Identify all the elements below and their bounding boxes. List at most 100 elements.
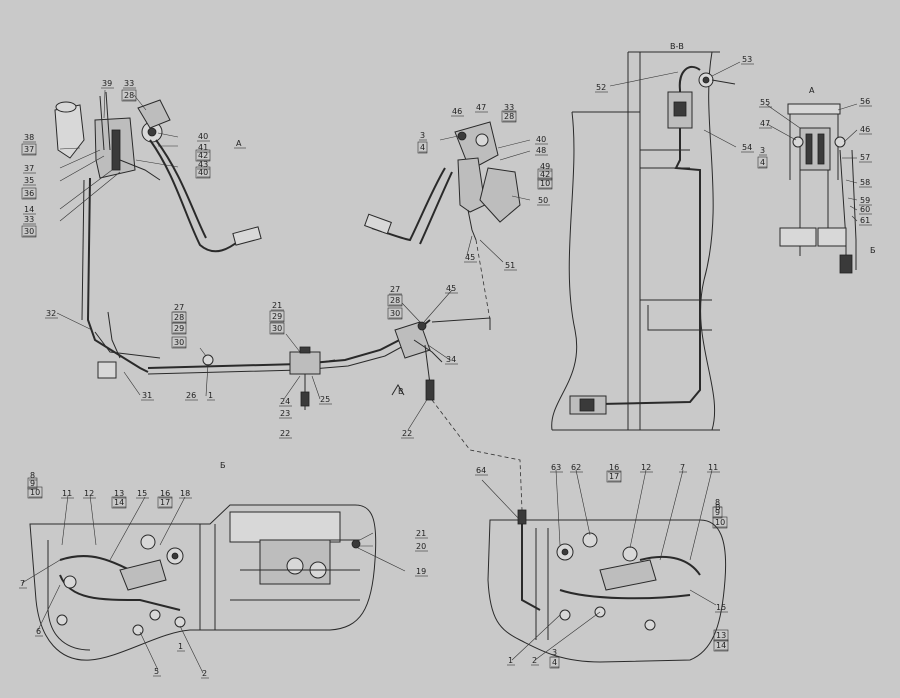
- callout-box: [712, 516, 728, 529]
- pedal-detail-view-a: [779, 103, 857, 274]
- callout-number: 2: [532, 656, 537, 665]
- callout-number: 61: [860, 216, 870, 225]
- callout-number: 40: [536, 135, 546, 144]
- callout-number: 54: [742, 143, 752, 152]
- callout-box: [21, 187, 37, 200]
- callout-number: 26: [186, 391, 196, 400]
- callout-box: [27, 477, 38, 490]
- view-label-a: А: [236, 139, 242, 148]
- callout-number: 60: [860, 205, 870, 214]
- callout-box: [157, 496, 173, 509]
- callout-number: 33: [504, 103, 514, 112]
- callout-number: 37: [24, 164, 34, 173]
- callout-box: [549, 656, 560, 669]
- callout-number: 9: [30, 479, 35, 488]
- callout-number: 40: [198, 132, 208, 141]
- callout-number: 38: [24, 133, 34, 142]
- callout-box: [387, 307, 403, 320]
- callout-number: 21: [416, 529, 426, 538]
- callout-number: 16: [160, 489, 170, 498]
- callout-number: 46: [860, 125, 870, 134]
- callout-number: 12: [641, 463, 651, 472]
- callout-number: 47: [760, 119, 770, 128]
- callout-number: 21: [272, 301, 282, 310]
- callout-box: [537, 168, 553, 181]
- callout-number: 28: [504, 112, 514, 121]
- callout-number: 15: [137, 489, 147, 498]
- callout-number: 4: [552, 658, 557, 667]
- callout-number: 42: [198, 151, 208, 160]
- callout-number: 57: [860, 153, 870, 162]
- callout-box: [111, 496, 127, 509]
- callout-number: 31: [142, 391, 152, 400]
- callout-number: 43: [198, 160, 208, 169]
- view-label-vv: В-В: [670, 42, 684, 51]
- callout-number: 36: [24, 189, 34, 198]
- view-labels: А A Б Б В-В В В: [220, 42, 876, 512]
- callout-number: 22: [402, 429, 412, 438]
- callout-number: 4: [760, 158, 765, 167]
- callout-number: 33: [24, 215, 34, 224]
- callout-number: 8: [30, 471, 35, 480]
- callout-number: 41: [198, 143, 208, 152]
- view-label-b: Б: [870, 246, 876, 255]
- callout-number: 1: [508, 656, 513, 665]
- callout-number: 29: [174, 324, 184, 333]
- callout-number: 32: [46, 309, 56, 318]
- callout-number: 30: [272, 324, 282, 333]
- callout-number: 22: [280, 429, 290, 438]
- callout-box: [195, 149, 211, 162]
- callout-box: [537, 177, 553, 190]
- callout-number: 64: [476, 466, 486, 475]
- callout-number: 25: [320, 395, 330, 404]
- callout-box: [171, 336, 187, 349]
- callout-number: 27: [174, 303, 184, 312]
- callout-box: [757, 156, 768, 169]
- callout-number: 28: [124, 91, 134, 100]
- callout-number: 28: [390, 296, 400, 305]
- callout-number: 30: [174, 338, 184, 347]
- callout-number: 35: [24, 176, 34, 185]
- callout-number: 45: [446, 284, 456, 293]
- callout-number: 37: [24, 145, 34, 154]
- callout-number: 30: [24, 227, 34, 236]
- callout-box: [171, 322, 187, 335]
- callout-box: [121, 89, 137, 102]
- callout-number: 3: [420, 131, 425, 140]
- callout-number: 18: [180, 489, 190, 498]
- callout-number: 1: [178, 642, 183, 651]
- callout-number: 13: [716, 631, 726, 640]
- callout-box: [21, 225, 37, 238]
- arrow-label-v: В: [398, 387, 404, 396]
- callout-box: [269, 322, 285, 335]
- callout-number: 62: [571, 463, 581, 472]
- callout-box: [606, 470, 622, 483]
- callout-number: 52: [596, 83, 606, 92]
- callout-number: 16: [609, 463, 619, 472]
- callout-box: [713, 639, 729, 652]
- chassis-left-view: [29, 504, 377, 661]
- callout-box: [21, 143, 37, 156]
- callout-box: [713, 629, 729, 642]
- callout-number: 51: [505, 261, 515, 270]
- callout-number: 29: [272, 312, 282, 321]
- callout-number: 13: [114, 489, 124, 498]
- callout-number: 3: [760, 146, 765, 155]
- callout-box: [195, 166, 211, 179]
- chassis-right-view: [431, 399, 727, 663]
- callout-number: 47: [476, 103, 486, 112]
- callout-number: 39: [102, 79, 112, 88]
- callout-number: 34: [446, 355, 456, 364]
- callout-number: 55: [760, 98, 770, 107]
- callout-number: 23: [280, 409, 290, 418]
- callout-number: 49: [540, 162, 550, 171]
- callout-box: [27, 486, 43, 499]
- callout-number: 17: [160, 498, 170, 507]
- callout-number: 6: [36, 627, 41, 636]
- callout-number: 5: [154, 667, 159, 676]
- callout-number: 45: [465, 253, 475, 262]
- callout-number: 48: [536, 146, 546, 155]
